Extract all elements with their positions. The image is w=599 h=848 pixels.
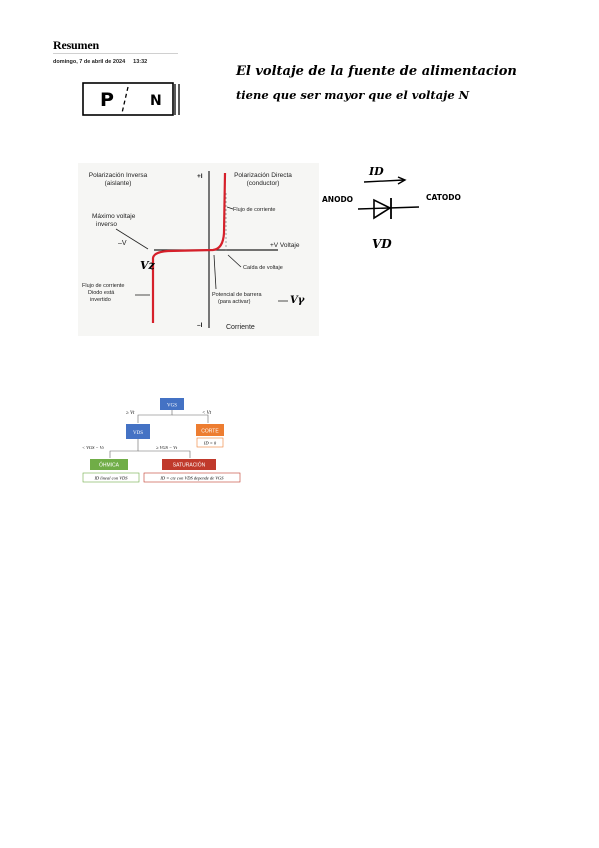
iv-curve [151,172,227,323]
minus-v-label: –V [118,240,127,247]
ohmica-result-box [82,472,140,483]
diode-triangle [373,198,392,220]
voltage-drop-arrow [227,254,242,268]
barrier-label-1: Potencial de barrera [212,292,262,298]
mosfet-region-flowchart: VGS ≥ Vt < Vt VDS CORTE ID = 0 < VGS − V… [82,398,241,483]
junction-line [121,86,129,114]
cond-ge: ≥ VGS − Vt [156,445,178,450]
vds-box [126,424,150,439]
pn-junction-sketch: P N [82,82,180,116]
cathode-label: CATODO [426,193,461,202]
anode-label: ANODO [322,195,353,204]
max-inverse-arrow [115,228,149,250]
corte-result-box [196,437,224,448]
link-vgs-vds [137,409,173,423]
saturacion-box [162,459,216,470]
corte-box [196,424,224,436]
cond-lt: < VGS − Vt [82,445,104,450]
date-text: domingo, 7 de abril de 2024 [53,59,126,65]
corte-result: ID = 0 [203,441,217,446]
link-vds-sat [138,450,191,458]
diode-iv-graph: Polarización Inversa (aislante) Polariza… [78,163,319,336]
id-label: ID [368,165,384,178]
link-vds-ohmica [109,439,139,458]
corte-text: CORTE [201,429,219,435]
voltage-drop-label: Caída de voltaje [243,265,283,271]
vy-label: Vγ [290,295,305,306]
inverse-title: Polarización Inversa [89,172,148,179]
barrier-arrow [213,254,217,290]
pn-box [82,82,174,116]
id-arrowhead [397,176,407,185]
max-inverse-2: inverso [96,221,117,228]
vds-text: VDS [133,431,143,436]
barrier-label-2: (para activar) [218,299,251,305]
vgs-box [160,398,184,410]
cond-left: ≥ Vt [126,411,135,416]
direct-title: Polarización Directa [234,172,292,179]
plus-i-label: +I [197,173,203,180]
p-label: P [100,89,114,111]
title-divider [53,53,178,54]
id-arrow-line [363,179,405,183]
n-label: N [150,93,162,109]
leak-label-3: invertido [90,297,111,303]
page-date: domingo, 7 de abril de 2024 13:32 [53,59,147,65]
saturacion-text: SATURACIÓN [173,462,206,469]
vd-label: VD [372,237,392,251]
diode-symbol-sketch: ID ANODO CATODO VD [322,165,461,251]
handwritten-note-line1: El voltaje de la fuente de alimentacion [236,64,517,79]
current-label: Corriente [226,324,255,331]
link-vgs-corte [172,414,209,423]
vz-label: Vz [140,259,156,272]
minus-i-label: –I [197,322,203,329]
max-inverse-1: Máximo voltaje [92,213,136,220]
page-title: Resumen [53,38,99,52]
ohmica-box [90,459,128,470]
plus-v-label: +V Voltaje [270,242,300,249]
sat-result-box [143,472,241,483]
cond-right: < Vt [202,411,212,416]
ohmica-result: ID lineal con VDS [93,476,128,481]
ohmica-text: ÓHMICA [99,462,120,469]
time-text: 13:32 [133,59,148,65]
direct-sub: (conductor) [247,180,280,187]
inverse-sub: (aislante) [105,180,132,187]
vgs-text: VGS [167,404,177,409]
sat-result: ID = cte con VDS depende de VGS [159,476,224,481]
current-flow-arrow [226,206,234,210]
leak-label-1: Flujo de corriente [82,283,125,289]
current-flow-label: Flujo de corriente [233,207,276,213]
handwritten-note-line2: tiene que ser mayor que el voltaje N [236,88,470,102]
leak-label-2: Diodo está [88,290,115,296]
